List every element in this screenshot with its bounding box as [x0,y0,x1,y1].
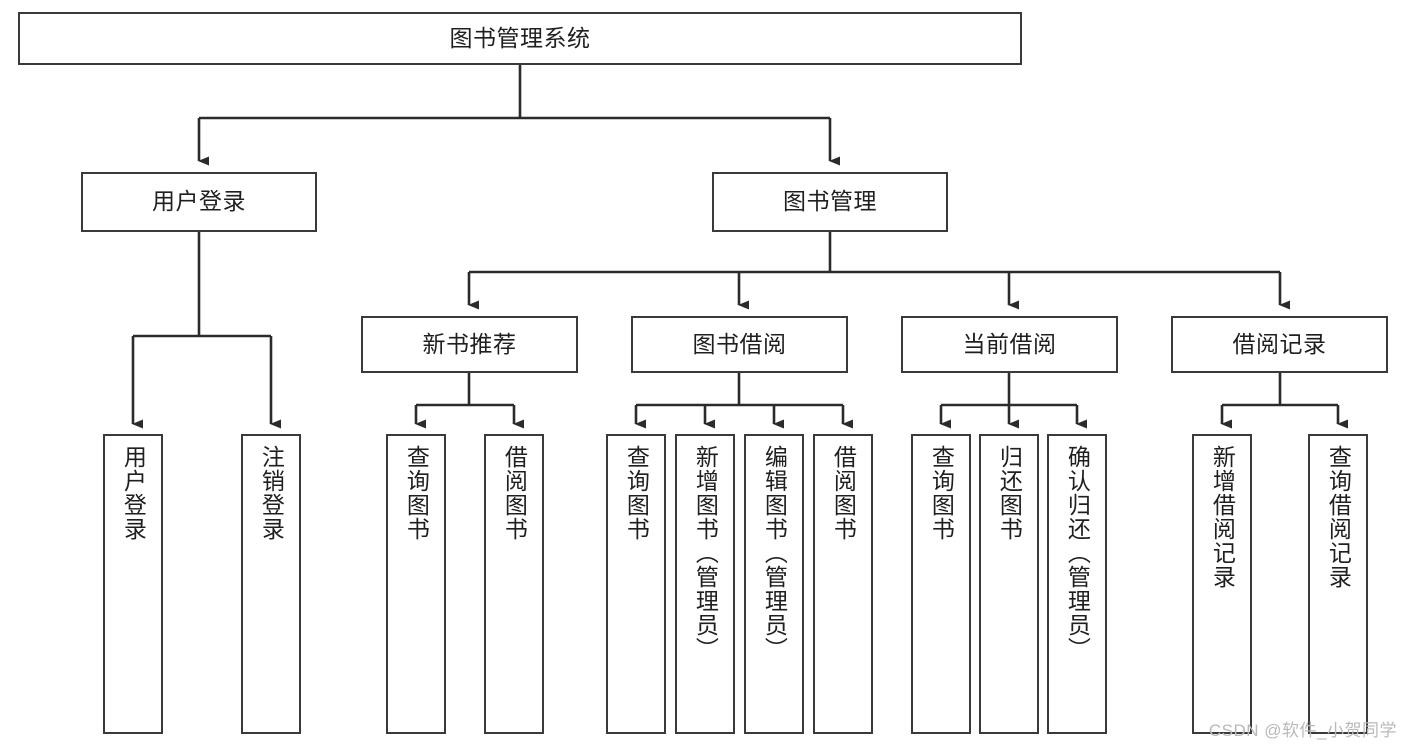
node-label: 图书管理系统 [449,24,591,51]
node-label: 图书借阅 [692,330,787,357]
leaf-new-book-query-book[interactable]: 查询图书 [386,434,446,734]
leaf-current-borrow-query-book[interactable]: 查询图书 [911,434,971,734]
node-label: 确认归还（管理员） [1064,445,1091,661]
leaf-book-borrow-add-book-admin[interactable]: 新增图书（管理员） [675,434,735,734]
csdn-watermark: CSDN @软件_小贺同学 [1208,721,1397,740]
leaf-new-book-borrow-book[interactable]: 借阅图书 [484,434,544,734]
node-label: 查询图书 [623,445,650,541]
node-label: 新增图书（管理员） [692,445,719,661]
node-book-management[interactable]: 图书管理 [712,172,948,232]
node-label: 借阅图书 [501,445,528,541]
node-label: 查询图书 [928,445,955,541]
node-label: 借阅记录 [1232,330,1327,357]
leaf-borrow-record-query-record[interactable]: 查询借阅记录 [1308,434,1368,734]
leaf-current-borrow-confirm-return-admin[interactable]: 确认归还（管理员） [1047,434,1107,734]
node-label: 归还图书 [996,445,1023,541]
leaf-book-borrow-borrow-book[interactable]: 借阅图书 [813,434,873,734]
node-label: 用户登录 [120,445,147,541]
node-label: 当前借阅 [962,330,1057,357]
node-new-book-recommend[interactable]: 新书推荐 [361,316,578,373]
leaf-user-login-logout[interactable]: 注销登录 [241,434,301,734]
leaf-borrow-record-add-record[interactable]: 新增借阅记录 [1192,434,1252,734]
node-label: 借阅图书 [830,445,857,541]
leaf-book-borrow-query-book[interactable]: 查询图书 [606,434,666,734]
leaf-user-login-login[interactable]: 用户登录 [103,434,163,734]
leaf-current-borrow-return-book[interactable]: 归还图书 [979,434,1039,734]
node-label: 查询借阅记录 [1325,445,1352,589]
node-label: 查询图书 [403,445,430,541]
node-label: 新书推荐 [422,330,517,357]
leaf-book-borrow-edit-book-admin[interactable]: 编辑图书（管理员） [744,434,804,734]
node-current-borrow[interactable]: 当前借阅 [901,316,1118,373]
node-borrow-record[interactable]: 借阅记录 [1171,316,1388,373]
node-label: 用户登录 [152,188,246,215]
node-label: 新增借阅记录 [1209,445,1236,589]
node-label: 图书管理 [783,188,877,215]
node-label: 注销登录 [258,445,285,541]
node-root-book-management-system[interactable]: 图书管理系统 [18,12,1022,65]
node-user-login[interactable]: 用户登录 [81,172,317,232]
node-book-borrow[interactable]: 图书借阅 [631,316,848,373]
node-label: 编辑图书（管理员） [761,445,788,661]
